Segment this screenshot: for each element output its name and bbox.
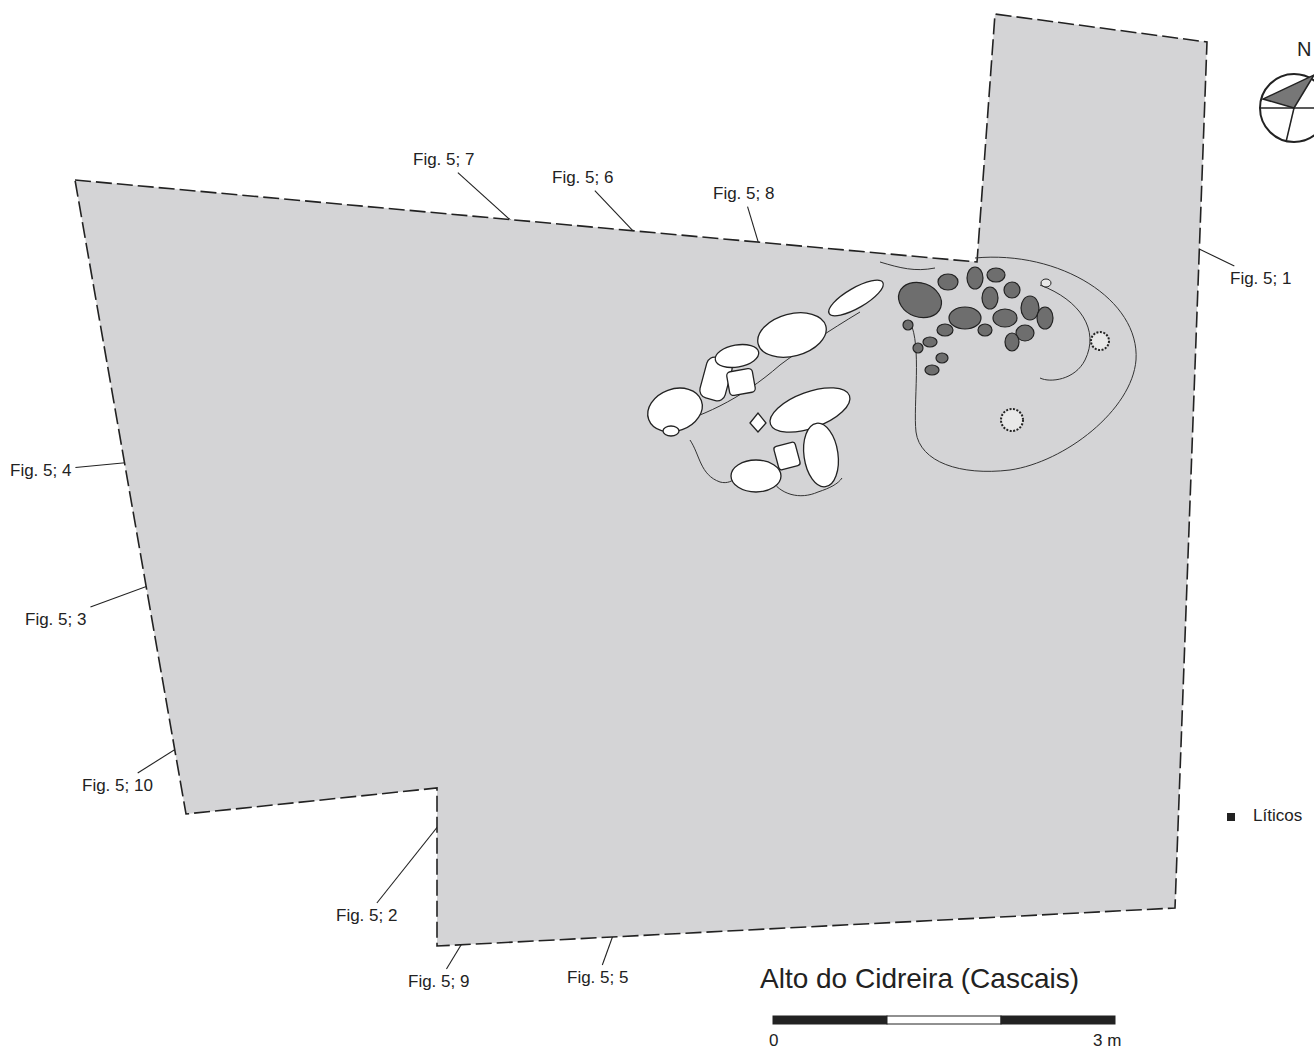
scale-label: 3 m (1093, 1031, 1121, 1049)
excavation-area (75, 14, 1207, 946)
callout-label: Fig. 5; 9 (408, 972, 469, 992)
contour-lines (660, 257, 1136, 496)
map-title: Alto do Cidreira (Cascais) (760, 963, 1079, 995)
scale-bar (773, 1016, 1115, 1024)
callout-label: Fig. 5; 4 (10, 461, 71, 481)
callout-label: Fig. 5; 6 (552, 168, 613, 188)
scale-label: 0 (769, 1031, 778, 1049)
callout-label: Fig. 5; 2 (336, 906, 397, 926)
callout-label: Fig. 5; 3 (25, 610, 86, 630)
north-label: N (1297, 38, 1311, 61)
compass (1260, 74, 1314, 142)
dark-stones (894, 267, 1053, 375)
legend-text: Líticos (1253, 806, 1302, 826)
callout-label: Fig. 5; 8 (713, 184, 774, 204)
callout-label: Fig. 5; 1 (1230, 269, 1291, 289)
callout-label: Fig. 5; 7 (413, 150, 474, 170)
post-holes (1001, 279, 1109, 431)
callout-label: Fig. 5; 5 (567, 968, 628, 988)
stones (642, 274, 888, 492)
callout-label: Fig. 5; 10 (82, 776, 153, 796)
legend-lithic-symbol (1227, 813, 1235, 821)
